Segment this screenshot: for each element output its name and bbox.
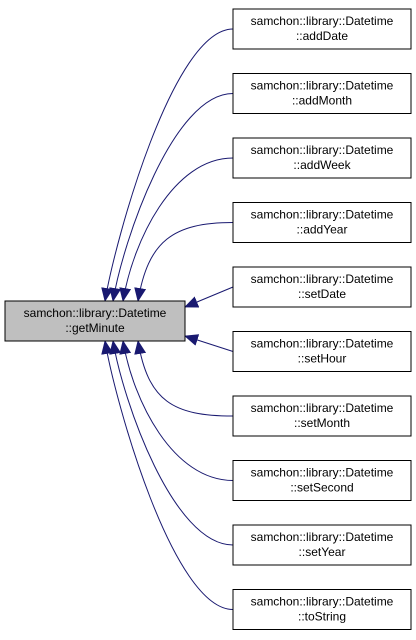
call-edge: [184, 286, 234, 308]
caller-nodes: samchon::library::Datetime::addDatesamch…: [232, 8, 412, 630]
caller-node-line1: samchon::library::Datetime: [251, 272, 394, 286]
caller-node-box[interactable]: [232, 137, 412, 179]
focus-node-line2: ::getMinute: [65, 321, 125, 335]
caller-node[interactable]: samchon::library::Datetime::setDate: [232, 266, 412, 308]
call-edge: [134, 222, 234, 302]
caller-node[interactable]: samchon::library::Datetime::setHour: [232, 331, 412, 372]
caller-node-line2: ::addDate: [296, 29, 348, 43]
caller-node-line1: samchon::library::Datetime: [251, 208, 394, 222]
call-edge: [119, 157, 234, 302]
caller-node-line1: samchon::library::Datetime: [251, 79, 394, 93]
call-edge: [101, 28, 234, 302]
caller-node-box[interactable]: [232, 524, 412, 566]
caller-node[interactable]: samchon::library::Datetime::setYear: [232, 524, 412, 566]
caller-node-line1: samchon::library::Datetime: [251, 143, 394, 157]
caller-node[interactable]: samchon::library::Datetime::addMonth: [232, 73, 412, 114]
caller-node-line2: ::addMonth: [292, 94, 352, 108]
caller-node-line1: samchon::library::Datetime: [251, 595, 394, 609]
caller-node-line1: samchon::library::Datetime: [251, 530, 394, 544]
caller-node-line2: ::setHour: [298, 352, 347, 366]
caller-node-line2: ::toString: [298, 610, 346, 624]
caller-node-line2: ::setYear: [299, 545, 346, 559]
focus-node-box: [4, 300, 186, 342]
call-edge: [119, 340, 234, 481]
focus-node-line1: samchon::library::Datetime: [24, 306, 167, 320]
caller-node-box[interactable]: [232, 589, 412, 630]
call-edge: [109, 93, 234, 302]
caller-node-box[interactable]: [232, 460, 412, 501]
edges-layer: [101, 28, 234, 610]
caller-node[interactable]: samchon::library::Datetime::addYear: [232, 202, 412, 243]
caller-node-line1: samchon::library::Datetime: [251, 401, 394, 415]
caller-node[interactable]: samchon::library::Datetime::addWeek: [232, 137, 412, 179]
focus-node: samchon::library::Datetime ::getMinute: [4, 300, 186, 342]
caller-node-box[interactable]: [232, 8, 412, 50]
call-edge: [101, 340, 234, 610]
caller-node[interactable]: samchon::library::Datetime::addDate: [232, 8, 412, 50]
caller-node-line1: samchon::library::Datetime: [251, 466, 394, 480]
caller-node-line2: ::setDate: [298, 287, 346, 301]
caller-node-box[interactable]: [232, 73, 412, 114]
caller-node[interactable]: samchon::library::Datetime::setMonth: [232, 395, 412, 437]
call-edge: [134, 340, 234, 417]
caller-node[interactable]: samchon::library::Datetime::setSecond: [232, 460, 412, 501]
caller-node-line1: samchon::library::Datetime: [251, 14, 394, 28]
caller-node-line2: ::addWeek: [293, 158, 351, 172]
caller-node-box[interactable]: [232, 202, 412, 243]
call-edge: [109, 340, 234, 546]
caller-node-line2: ::setSecond: [290, 481, 353, 495]
caller-node-box[interactable]: [232, 331, 412, 372]
call-edge: [184, 334, 234, 352]
caller-node-line2: ::addYear: [297, 223, 348, 237]
caller-node-box[interactable]: [232, 395, 412, 437]
caller-node-line1: samchon::library::Datetime: [251, 337, 394, 351]
caller-node[interactable]: samchon::library::Datetime::toString: [232, 589, 412, 630]
caller-node-box[interactable]: [232, 266, 412, 308]
caller-node-line2: ::setMonth: [294, 416, 350, 430]
